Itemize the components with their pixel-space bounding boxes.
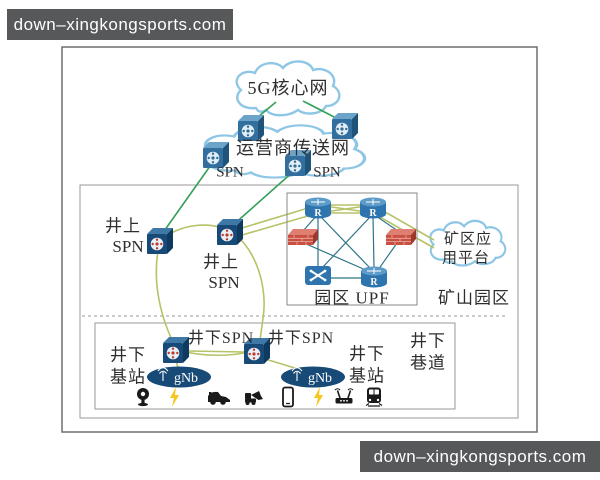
surface-spn-center-label-2: SPN <box>208 273 240 292</box>
campus-upf-label: 园区 UPF <box>314 288 390 308</box>
upf-switch-icon <box>304 265 332 286</box>
underground-tunnel-box <box>94 322 456 410</box>
spn-label-right: SPN <box>313 164 341 181</box>
router-r-label: R <box>369 208 377 219</box>
router-r-label: R <box>314 208 322 219</box>
underground-spn-right-label: 井下SPN <box>267 330 335 347</box>
mine-campus-label: 矿山园区 <box>438 288 510 308</box>
antenna-icon <box>291 367 303 381</box>
outer-frame <box>61 46 538 433</box>
underground-bs-right-label-2: 基站 <box>349 366 385 386</box>
mine-campus-box <box>79 184 519 419</box>
train-icon <box>365 387 383 407</box>
underground-bs-left-label-2: 基站 <box>110 367 146 387</box>
loader-icon <box>208 391 230 405</box>
gnb-left-node: gNb <box>147 366 211 388</box>
underground-spn-link <box>188 350 245 353</box>
app-cloud-label-2: 用平台 <box>441 250 491 267</box>
core-cloud-label: 5G核心网 <box>247 78 329 98</box>
surface-spn-center-label-1: 井上 <box>203 252 239 272</box>
underground-bs-left-label-1: 井下 <box>110 345 146 365</box>
surface-spn-left-label-2: SPN <box>112 237 144 256</box>
antenna-icon <box>157 367 169 381</box>
lightning-icon <box>314 387 323 407</box>
lightning-icon <box>170 387 179 407</box>
transport-cloud-label: 运营商传送网 <box>236 138 350 158</box>
watermark-bottom: down–xingkongsports.com <box>360 441 600 472</box>
campus-upf-box <box>286 192 418 306</box>
upf-firewall-right-icon <box>385 228 417 246</box>
phone-icon <box>282 386 294 408</box>
wifi-router-icon <box>334 388 354 404</box>
surface-spn-left-label-1: 井上 <box>105 216 141 236</box>
watermark-top: down–xingkongsports.com <box>7 9 233 40</box>
spn-label-left: SPN <box>216 164 244 181</box>
tunnel-label-2: 巷道 <box>410 353 446 373</box>
underground-spn-left-label: 井下SPN <box>187 330 255 347</box>
surface-spn-center-icon <box>217 219 243 245</box>
app-cloud-label-1: 矿区应 <box>443 231 493 248</box>
upf-firewall-left-icon <box>287 228 319 246</box>
tunnel-label-1: 井下 <box>410 331 446 351</box>
gnb-left-label: gNb <box>174 371 198 386</box>
webcam-icon <box>137 388 149 407</box>
router-r-label: R <box>370 277 378 288</box>
gnb-right-label: gNb <box>308 371 332 386</box>
surface-spn-left-icon <box>147 228 173 254</box>
underground-bs-right-label-1: 井下 <box>349 344 385 364</box>
underground-spn-left-icon <box>163 337 189 363</box>
upf-link-upper <box>241 204 435 241</box>
gnb-right-node: gNb <box>281 366 345 388</box>
excavator-icon <box>245 391 263 405</box>
